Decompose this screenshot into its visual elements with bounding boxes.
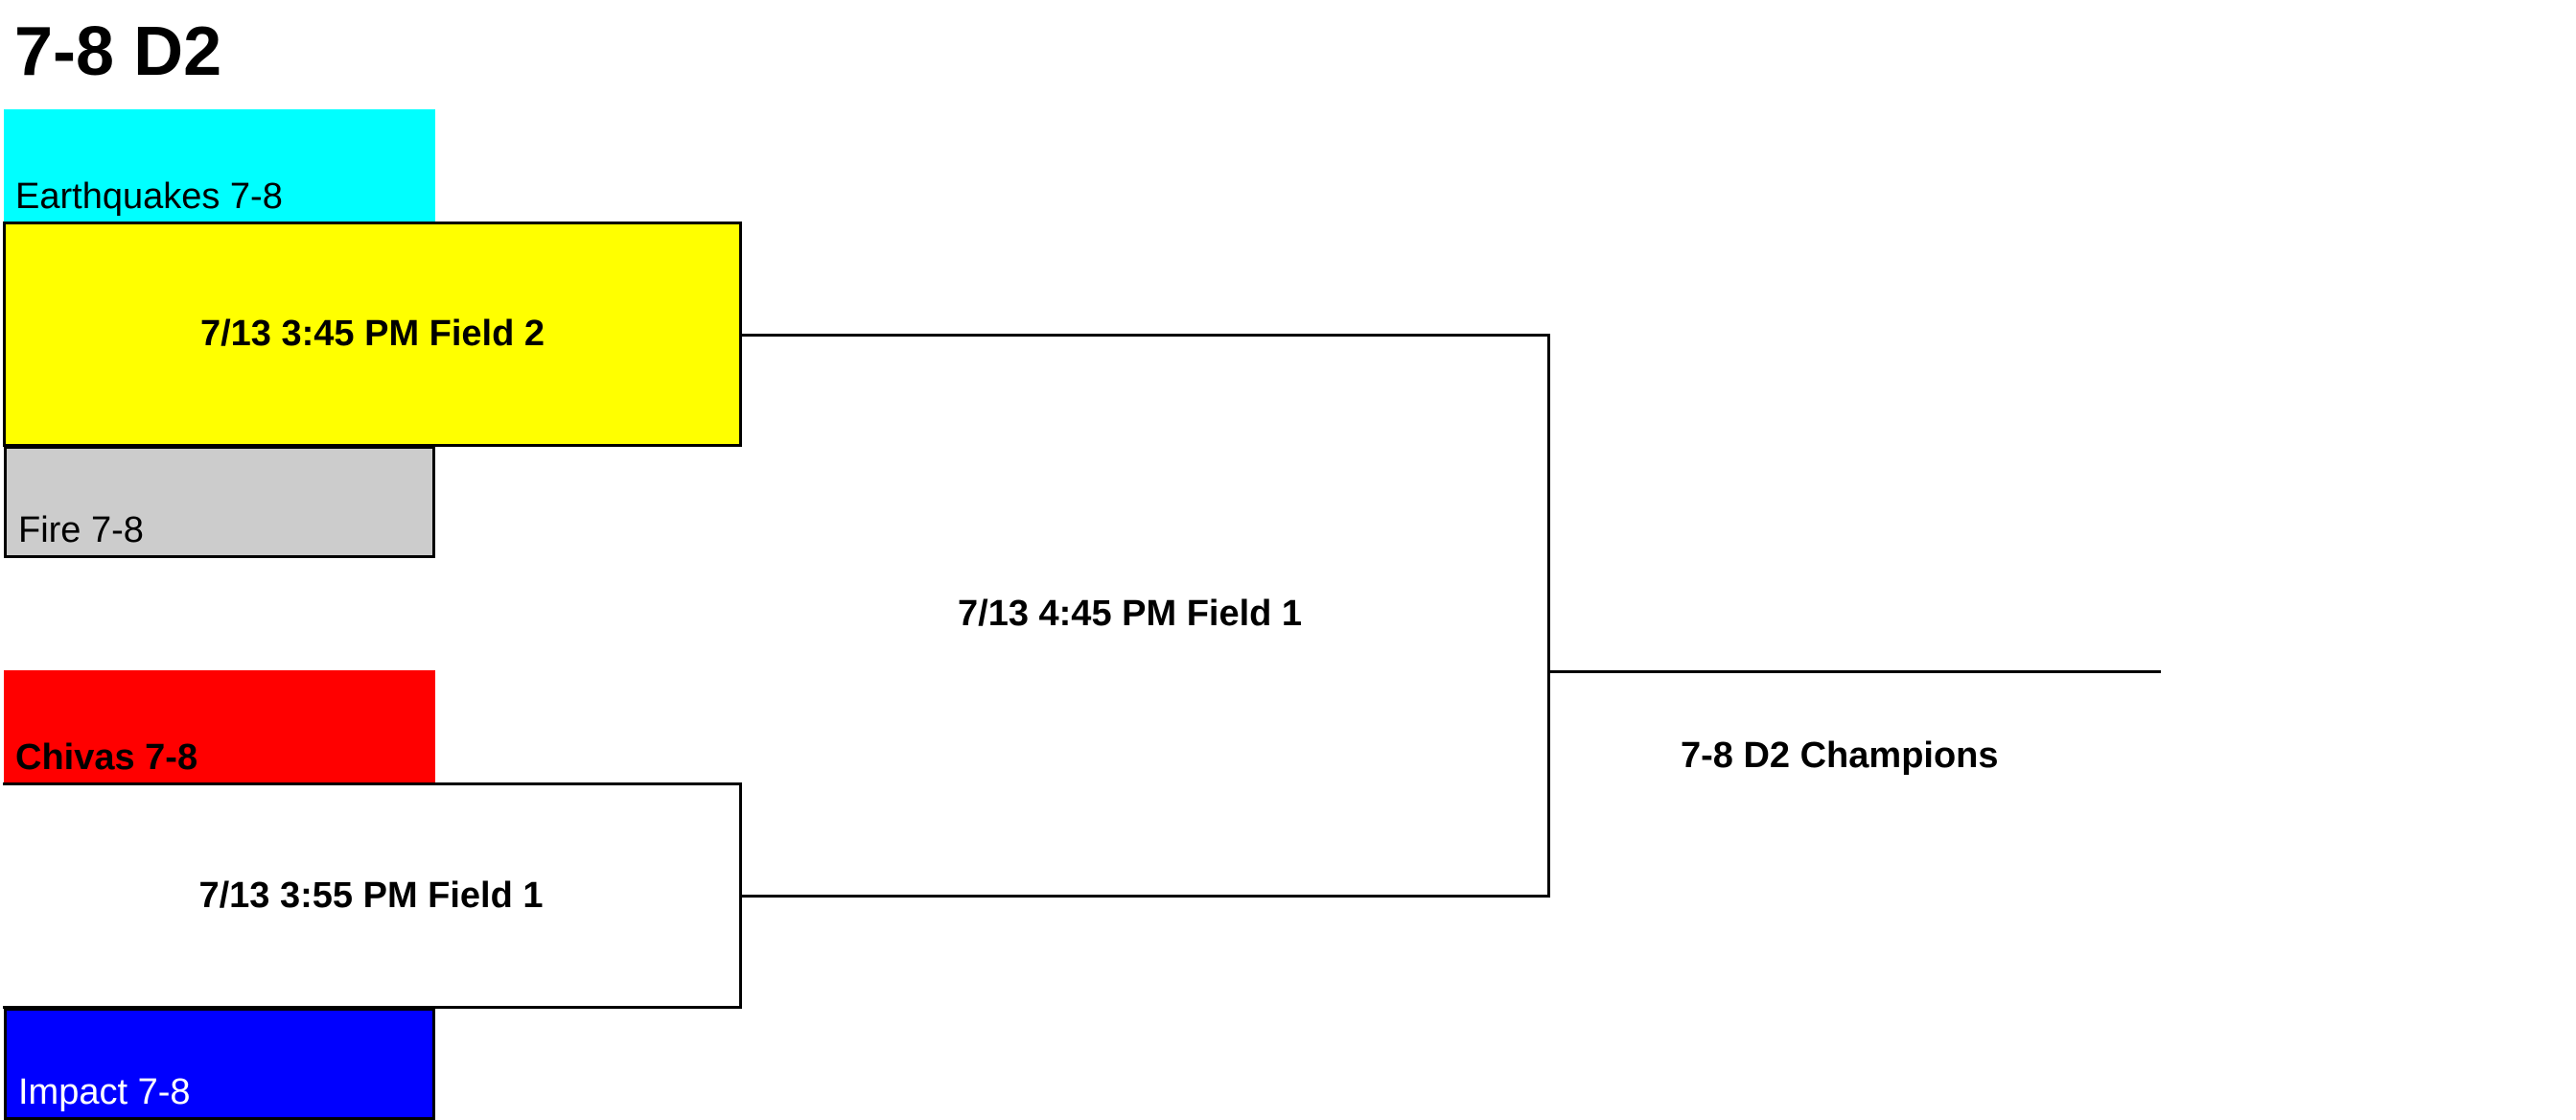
team-label-earthquakes: Earthquakes 7-8 bbox=[15, 176, 283, 218]
match-semifinal-2: 7/13 3:55 PM Field 1 bbox=[3, 782, 742, 1009]
bracket-line-champion bbox=[1547, 670, 2161, 673]
match-label-final: 7/13 4:45 PM Field 1 bbox=[958, 594, 1303, 634]
team-label-chivas: Chivas 7-8 bbox=[15, 737, 198, 779]
match-label-semifinal-1: 7/13 3:45 PM Field 2 bbox=[199, 314, 545, 354]
match-label-semifinal-2: 7/13 3:55 PM Field 1 bbox=[198, 875, 544, 916]
bracket-line-semifinal-2-out bbox=[742, 895, 1550, 898]
team-label-fire: Fire 7-8 bbox=[18, 510, 144, 551]
team-box-earthquakes: Earthquakes 7-8 bbox=[4, 109, 435, 222]
bracket-line-final-vertical bbox=[1547, 334, 1550, 898]
bracket-line-semifinal-1-out bbox=[742, 334, 1550, 337]
champion-label: 7-8 D2 Champions bbox=[1681, 735, 1999, 776]
team-box-impact: Impact 7-8 bbox=[4, 1008, 435, 1120]
team-label-impact: Impact 7-8 bbox=[18, 1072, 191, 1113]
page-title: 7-8 D2 bbox=[14, 13, 222, 90]
match-semifinal-1: 7/13 3:45 PM Field 2 bbox=[3, 222, 742, 447]
team-box-fire: Fire 7-8 bbox=[4, 446, 435, 558]
team-box-chivas: Chivas 7-8 bbox=[4, 670, 435, 782]
